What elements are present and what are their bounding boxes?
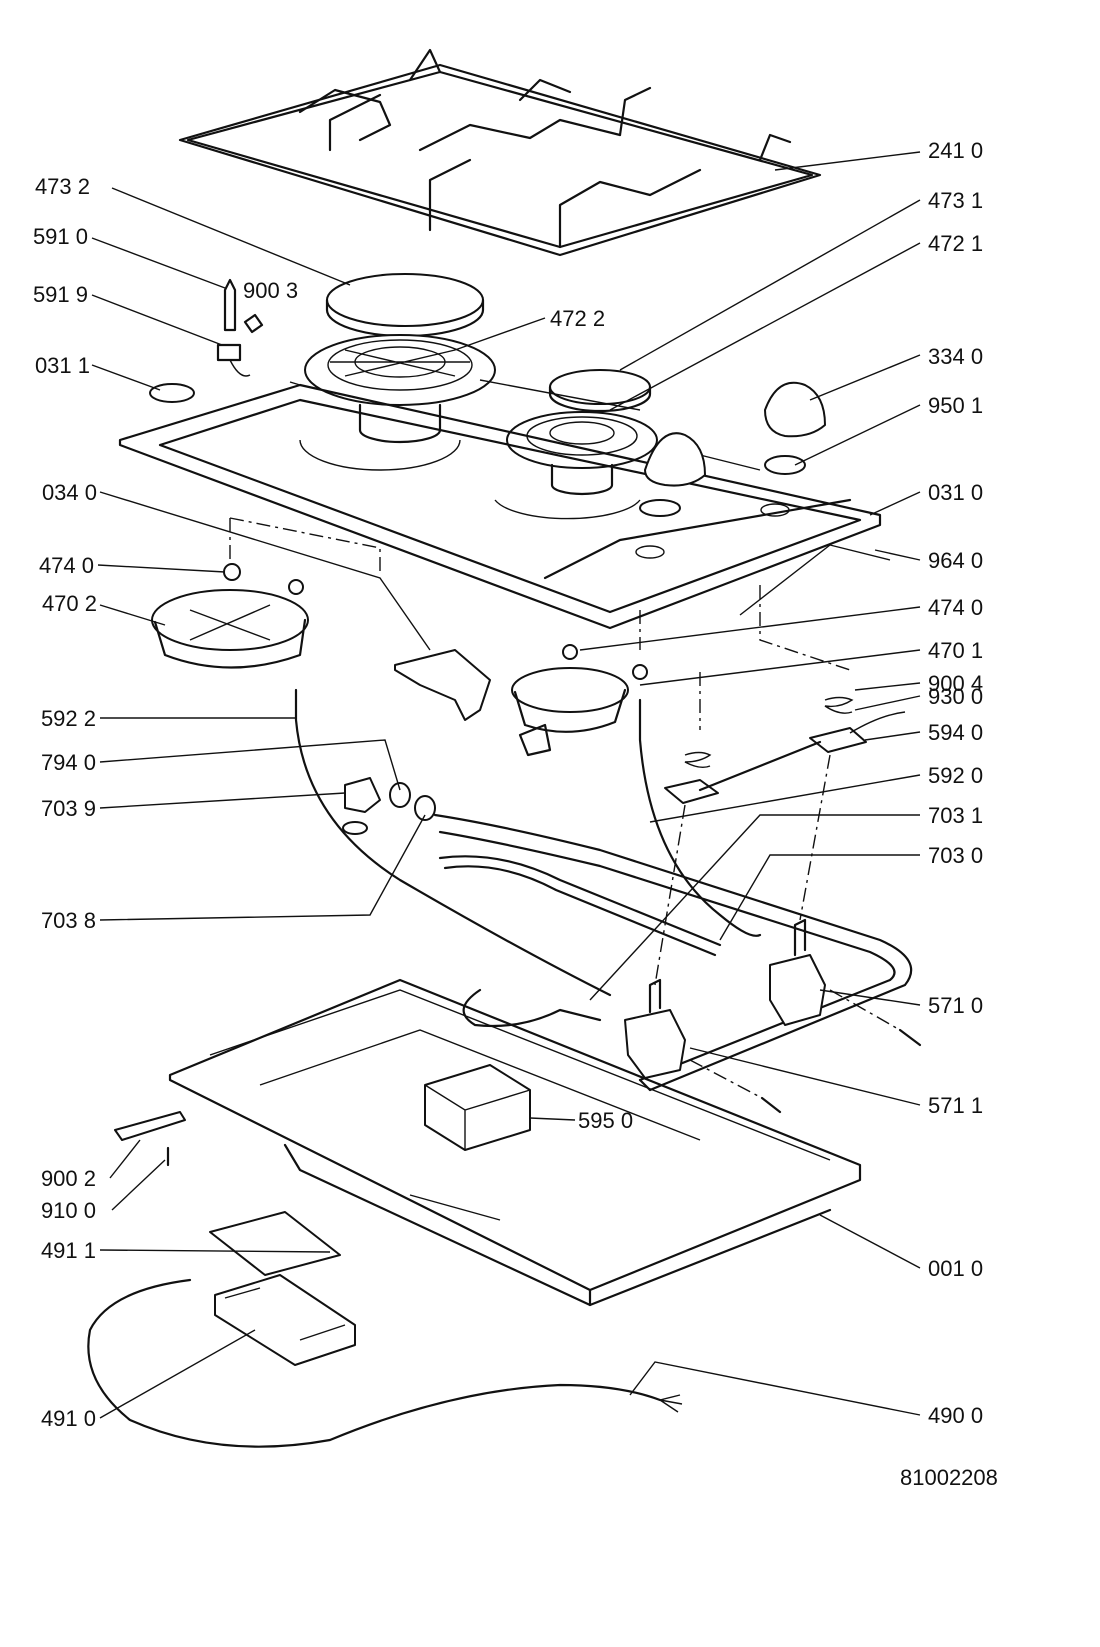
bottom-tray [168,978,862,1307]
label-592-0: 592 0 [928,763,984,788]
power-cable [87,1278,662,1448]
burner-crown-small [506,411,658,496]
label-571-1: 571 1 [928,1093,984,1118]
hob-top-plate [118,379,882,630]
thermocouple-right [638,698,762,937]
label-703-1: 703 1 [928,803,984,828]
label-491-0: 491 0 [40,1406,96,1431]
gasket-seal [739,544,891,616]
burner-body-large [151,563,309,669]
burner-cap-large [325,273,485,338]
label-031-1: 031 1 [34,353,90,378]
gas-tap-left [624,978,686,1079]
drawing-number: 81002208 [900,1465,998,1490]
label-703-8: 703 8 [40,908,96,933]
elbow-fitting [342,777,436,835]
terminal-cover [209,1211,341,1276]
label-034-0: 034 0 [41,480,97,505]
label-950-1: 950 1 [928,393,984,418]
label-473-1: 473 1 [928,188,984,213]
ignition-electrode [216,278,264,377]
control-knob-2 [764,381,826,475]
thermocouple-left [294,688,612,997]
burner-cap-small [548,369,652,413]
assembly-guide-lines [229,517,901,1099]
pan-support-grid [178,48,822,257]
label-001-0: 001 0 [928,1256,984,1281]
label-930-0: 930 0 [928,684,984,709]
label-592-2: 592 2 [40,706,96,731]
label-470-2: 470 2 [41,591,97,616]
burner-body-small [511,644,648,757]
label-470-1: 470 1 [928,638,984,663]
terminal-block [214,1274,356,1366]
label-703-0: 703 0 [928,843,984,868]
label-900-4: 900 4 [928,671,984,696]
label-472-1: 472 1 [928,231,984,256]
spring-clip [684,696,854,769]
label-591-0: 591 0 [32,224,88,249]
label-472-2: 472 2 [550,306,606,331]
label-703-9: 703 9 [40,796,96,821]
label-591-9: 591 9 [32,282,88,307]
label-794-0: 794 0 [40,750,96,775]
label-571-0: 571 0 [928,993,984,1018]
hob-plug-cover [149,383,195,403]
label-334-0: 334 0 [928,344,984,369]
label-900-3: 900 3 [243,278,299,303]
label-474-0-left: 474 0 [38,553,94,578]
heat-shield [394,649,491,721]
gas-pipe-branch-1 [438,855,722,957]
ignition-bar [664,711,906,804]
label-595-0: 595 0 [578,1108,634,1133]
cable-wire-ends [659,1394,683,1413]
label-910-0: 910 0 [40,1198,96,1223]
label-964-0: 964 0 [928,548,984,573]
label-491-1: 491 1 [40,1238,96,1263]
gas-pipe-branch-2 [462,988,602,1028]
label-490-0: 490 0 [928,1403,984,1428]
label-900-2: 900 2 [40,1166,96,1191]
label-241-0: 241 0 [928,138,984,163]
control-knob-1 [639,432,706,517]
label-473-2: 473 2 [34,174,90,199]
label-031-0: 031 0 [928,480,984,505]
tap-screw-left [760,1096,782,1114]
label-474-0-right: 474 0 [928,595,984,620]
ignition-module [424,1064,531,1151]
gas-tap-right [769,918,826,1026]
leader-lines [91,151,921,1419]
tap-screw-right [898,1028,922,1047]
mounting-bracket [114,1111,186,1141]
label-594-0: 594 0 [928,720,984,745]
burner-crown-large [304,334,496,444]
